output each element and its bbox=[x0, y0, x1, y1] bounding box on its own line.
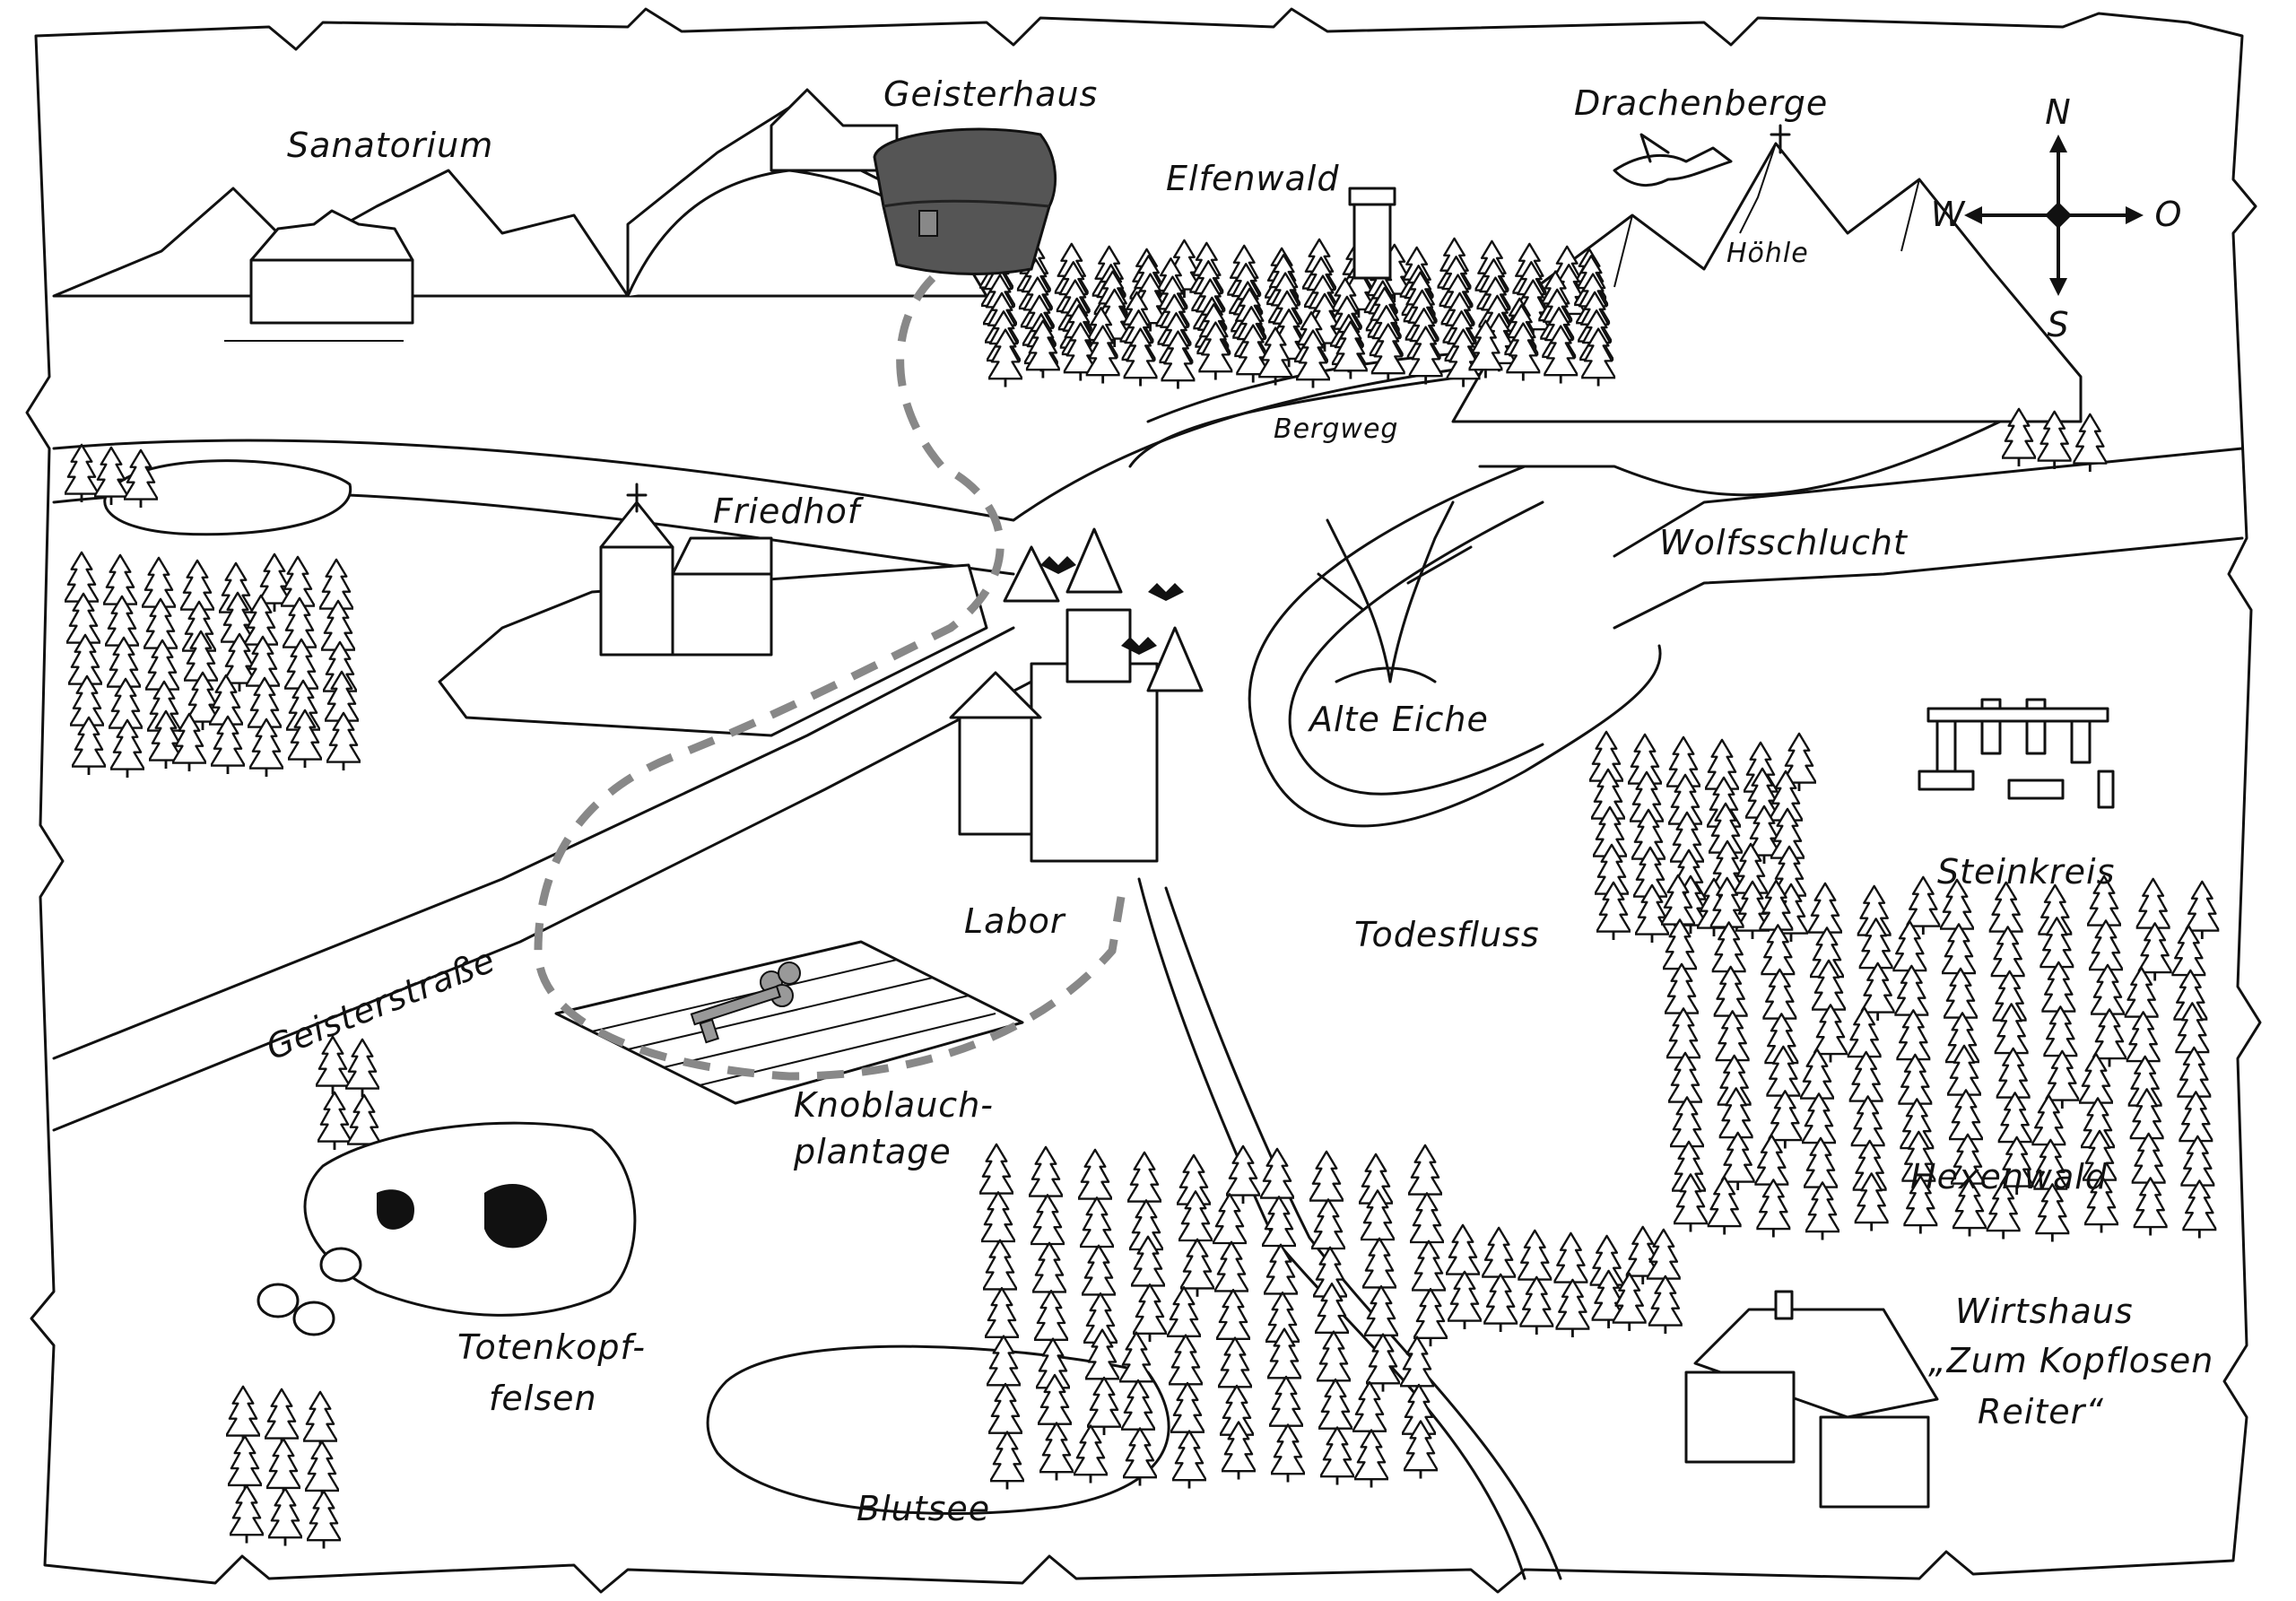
wirtshaus-building bbox=[1684, 1290, 1939, 1509]
label-elfenwald: Elfenwald bbox=[1166, 159, 1339, 198]
compass-south: S bbox=[2047, 305, 2069, 344]
labor-castle bbox=[949, 527, 1204, 863]
compass-north: N bbox=[2045, 92, 2071, 132]
label-geisterhaus: Geisterhaus bbox=[883, 74, 1098, 114]
tree-icon bbox=[303, 1390, 337, 1449]
tree-icon bbox=[345, 1038, 379, 1097]
tree-icon bbox=[1320, 1426, 1354, 1485]
steinkreis-stones bbox=[1918, 698, 2115, 809]
tree-icon bbox=[1519, 1275, 1554, 1335]
label-alte-eiche: Alte Eiche bbox=[1307, 700, 1489, 739]
label-blutsee: Blutsee bbox=[857, 1489, 990, 1528]
tree-icon bbox=[1483, 1273, 1518, 1332]
tree-icon bbox=[1271, 1423, 1305, 1483]
treasure-chest-icon bbox=[873, 127, 1057, 275]
tree-icon bbox=[268, 1487, 302, 1546]
label-bergweg: Bergweg bbox=[1274, 413, 1398, 445]
tree-icon bbox=[265, 1388, 299, 1447]
tree-icon bbox=[2133, 1176, 2168, 1236]
tree-icon bbox=[1354, 1429, 1388, 1488]
tree-icon bbox=[94, 446, 128, 505]
map-labels: Sanatorium Geisterhaus Elfenwald Drachen… bbox=[261, 74, 2213, 1528]
key-icon bbox=[690, 961, 801, 1044]
label-knoblauch-1: Knoblauch- bbox=[794, 1085, 994, 1125]
tree-icon bbox=[124, 448, 158, 508]
tree-icon bbox=[1756, 1178, 1791, 1238]
tree-icon bbox=[226, 1385, 260, 1444]
tree-icon bbox=[1707, 1175, 1742, 1235]
label-steinkreis: Steinkreis bbox=[1937, 852, 2115, 892]
wolfsschlucht-cliff bbox=[1613, 447, 2244, 630]
knoblauchplantage-field bbox=[554, 940, 1024, 1105]
label-wirtshaus-3: Reiter“ bbox=[1978, 1392, 2104, 1431]
tree-icon bbox=[1448, 1270, 1482, 1329]
tree-icon bbox=[1805, 1180, 1839, 1240]
compass-east: O bbox=[2155, 195, 2183, 234]
tree-icon bbox=[1555, 1278, 1590, 1337]
label-labor: Labor bbox=[964, 901, 1066, 941]
compass-west: W bbox=[1931, 195, 1966, 234]
compass-rose-icon: N S W O bbox=[1931, 92, 2183, 344]
label-totenkopf-2: felsen bbox=[489, 1379, 597, 1418]
sanatorium-building bbox=[224, 209, 414, 342]
tree-icon bbox=[317, 1091, 352, 1150]
totenkopffelsen-rock bbox=[257, 1121, 637, 1336]
label-hexenwald: Hexenwald bbox=[1910, 1157, 2108, 1196]
alte-eiche-tree bbox=[1317, 500, 1473, 683]
label-wolfsschlucht: Wolfsschlucht bbox=[1659, 523, 1909, 562]
tree-icon bbox=[305, 1440, 339, 1500]
tree-icon bbox=[1648, 1275, 1683, 1334]
label-todesfluss: Todesfluss bbox=[1354, 915, 1540, 954]
label-knoblauch-2: plantage bbox=[793, 1132, 952, 1171]
tree-icon bbox=[307, 1490, 341, 1549]
parchment-border bbox=[25, 7, 2262, 1594]
label-friedhof: Friedhof bbox=[713, 492, 865, 531]
label-totenkopf-1: Totenkopf- bbox=[457, 1327, 646, 1367]
elfenwald-tower bbox=[1348, 187, 1396, 280]
friedhof-area bbox=[438, 483, 988, 737]
tree-icon bbox=[2182, 1179, 2217, 1239]
label-wirtshaus-2: „Zum Kopflosen bbox=[1928, 1341, 2213, 1380]
todesfluss-river bbox=[1137, 465, 1662, 1580]
tree-icon bbox=[228, 1434, 262, 1494]
label-wirtshaus-1: Wirtshaus bbox=[1955, 1292, 2134, 1331]
tree-icon bbox=[230, 1484, 264, 1544]
tree-icon bbox=[266, 1437, 300, 1497]
bat-icon bbox=[1040, 556, 1184, 655]
label-drachenberge: Drachenberge bbox=[1574, 83, 1828, 123]
treasure-path bbox=[534, 274, 1126, 1081]
dragon-icon bbox=[1613, 133, 1733, 187]
north-lake bbox=[103, 459, 352, 536]
cross-icon bbox=[1770, 124, 1791, 154]
label-sanatorium: Sanatorium bbox=[287, 126, 493, 165]
tree-icon bbox=[1172, 1430, 1206, 1489]
label-geisterstrasse: Geisterstraße bbox=[261, 940, 501, 1067]
label-hoehle: Höhle bbox=[1726, 238, 1809, 269]
tree-icon bbox=[65, 443, 99, 502]
tree-icon bbox=[2073, 413, 2108, 472]
